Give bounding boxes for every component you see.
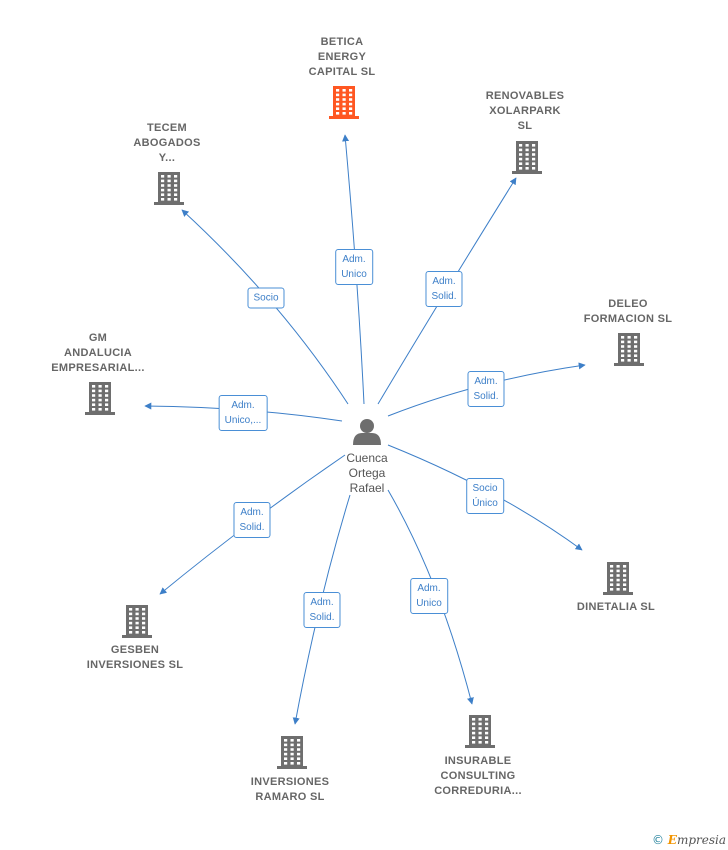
copyright-icon: ©	[651, 833, 664, 847]
company-name[interactable]: DINETALIA SL	[576, 601, 656, 613]
building-icon[interactable]	[614, 333, 644, 366]
building-icon[interactable]	[122, 605, 152, 638]
company-name[interactable]: TECEM ABOGADOS Y...	[133, 122, 201, 164]
company-name[interactable]: GESBEN INVERSIONES SL	[86, 644, 184, 671]
brand-footer: © Empresia	[652, 833, 726, 847]
building-icon[interactable]	[603, 562, 633, 595]
relation-label: Adm. Solid.	[303, 592, 341, 628]
building-icon[interactable]	[85, 382, 115, 415]
relation-label: Adm. Unico	[410, 578, 448, 614]
person-icon[interactable]	[353, 419, 381, 445]
building-icon[interactable]	[277, 736, 307, 769]
person-name[interactable]: Cuenca Ortega Rafael	[346, 451, 388, 495]
company-name[interactable]: RENOVABLES XOLARPARK SL	[485, 90, 565, 132]
building-icon[interactable]	[329, 86, 359, 119]
relation-label: Socio	[247, 287, 285, 309]
relation-label: Adm. Solid.	[425, 271, 463, 307]
company-name[interactable]: BETICA ENERGY CAPITAL SL	[308, 36, 376, 78]
relation-label: Adm. Solid.	[467, 371, 505, 407]
building-icon[interactable]	[465, 715, 495, 748]
building-icon[interactable]	[512, 141, 542, 174]
brand-name: mpresia	[676, 833, 726, 847]
relation-label: Socio Único	[466, 478, 504, 514]
company-name[interactable]: DELEO FORMACION SL	[583, 298, 673, 325]
company-name[interactable]: GM ANDALUCIA EMPRESARIAL...	[51, 332, 145, 374]
relation-label: Adm. Solid.	[233, 502, 271, 538]
brand-initial: E	[667, 833, 677, 847]
relation-label: Adm. Unico	[335, 249, 373, 285]
company-name[interactable]: INVERSIONES RAMARO SL	[250, 776, 330, 803]
relation-label: Adm. Unico,...	[218, 395, 268, 431]
company-name[interactable]: INSURABLE CONSULTING CORREDURIA...	[434, 755, 522, 797]
building-icon[interactable]	[154, 172, 184, 205]
